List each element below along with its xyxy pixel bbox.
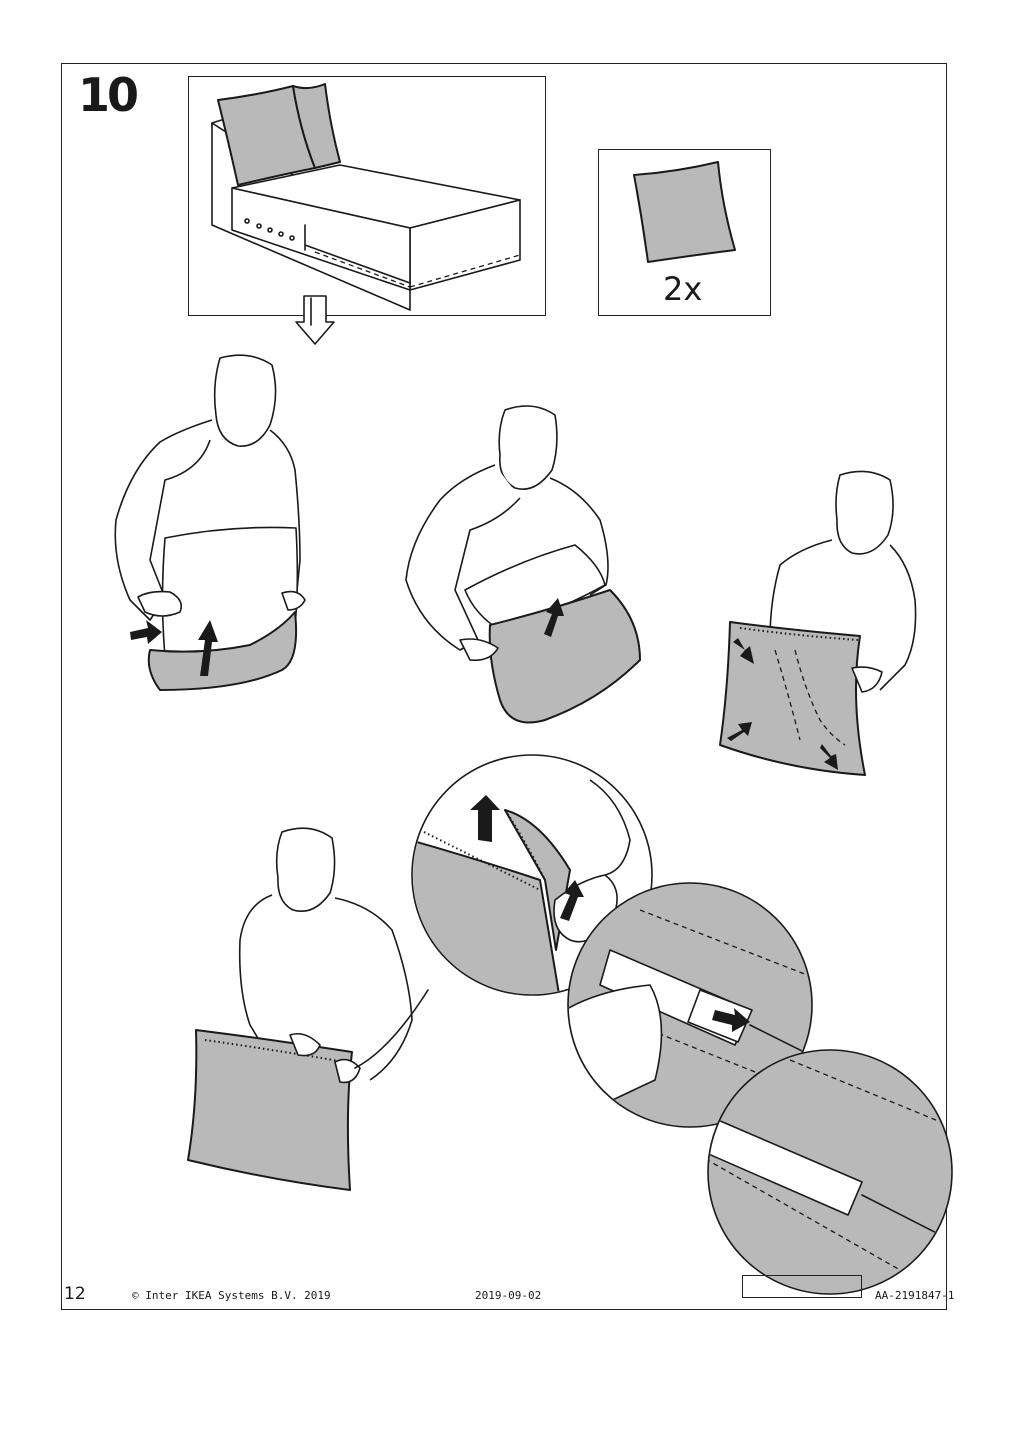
diagonal-arrow-icon	[733, 638, 754, 664]
diagonal-arrow-icon	[820, 744, 838, 770]
step-frame	[61, 63, 947, 1310]
date-text: 2019-09-02	[475, 1289, 542, 1302]
cushion-icon	[633, 161, 736, 263]
doc-id-text: AA-2191847-1	[875, 1289, 955, 1302]
copyright-text: © Inter IKEA Systems B.V. 2019	[132, 1289, 331, 1302]
figure-2-person	[405, 405, 641, 724]
zipper-detail-circle-3	[707, 1049, 953, 1295]
diagonal-arrow-icon	[727, 722, 752, 741]
page-number: 12	[64, 1284, 86, 1304]
figure-1-person	[114, 354, 306, 691]
zipper-pull-icon	[712, 1008, 750, 1032]
push-arrow-icon	[130, 620, 162, 644]
figure-4-person	[187, 827, 429, 1191]
up-arrow-icon	[198, 620, 218, 676]
down-arrow-icon	[295, 295, 335, 345]
zipper-detail-circle-2	[567, 882, 813, 1128]
blank-field-box	[742, 1275, 862, 1298]
up-arrow-icon	[544, 598, 564, 637]
chaise-lounge-with-cushions-icon	[211, 83, 521, 311]
figure-3-person	[719, 470, 917, 776]
step-number: 10	[78, 68, 139, 122]
quantity-label: 2x	[663, 270, 703, 308]
